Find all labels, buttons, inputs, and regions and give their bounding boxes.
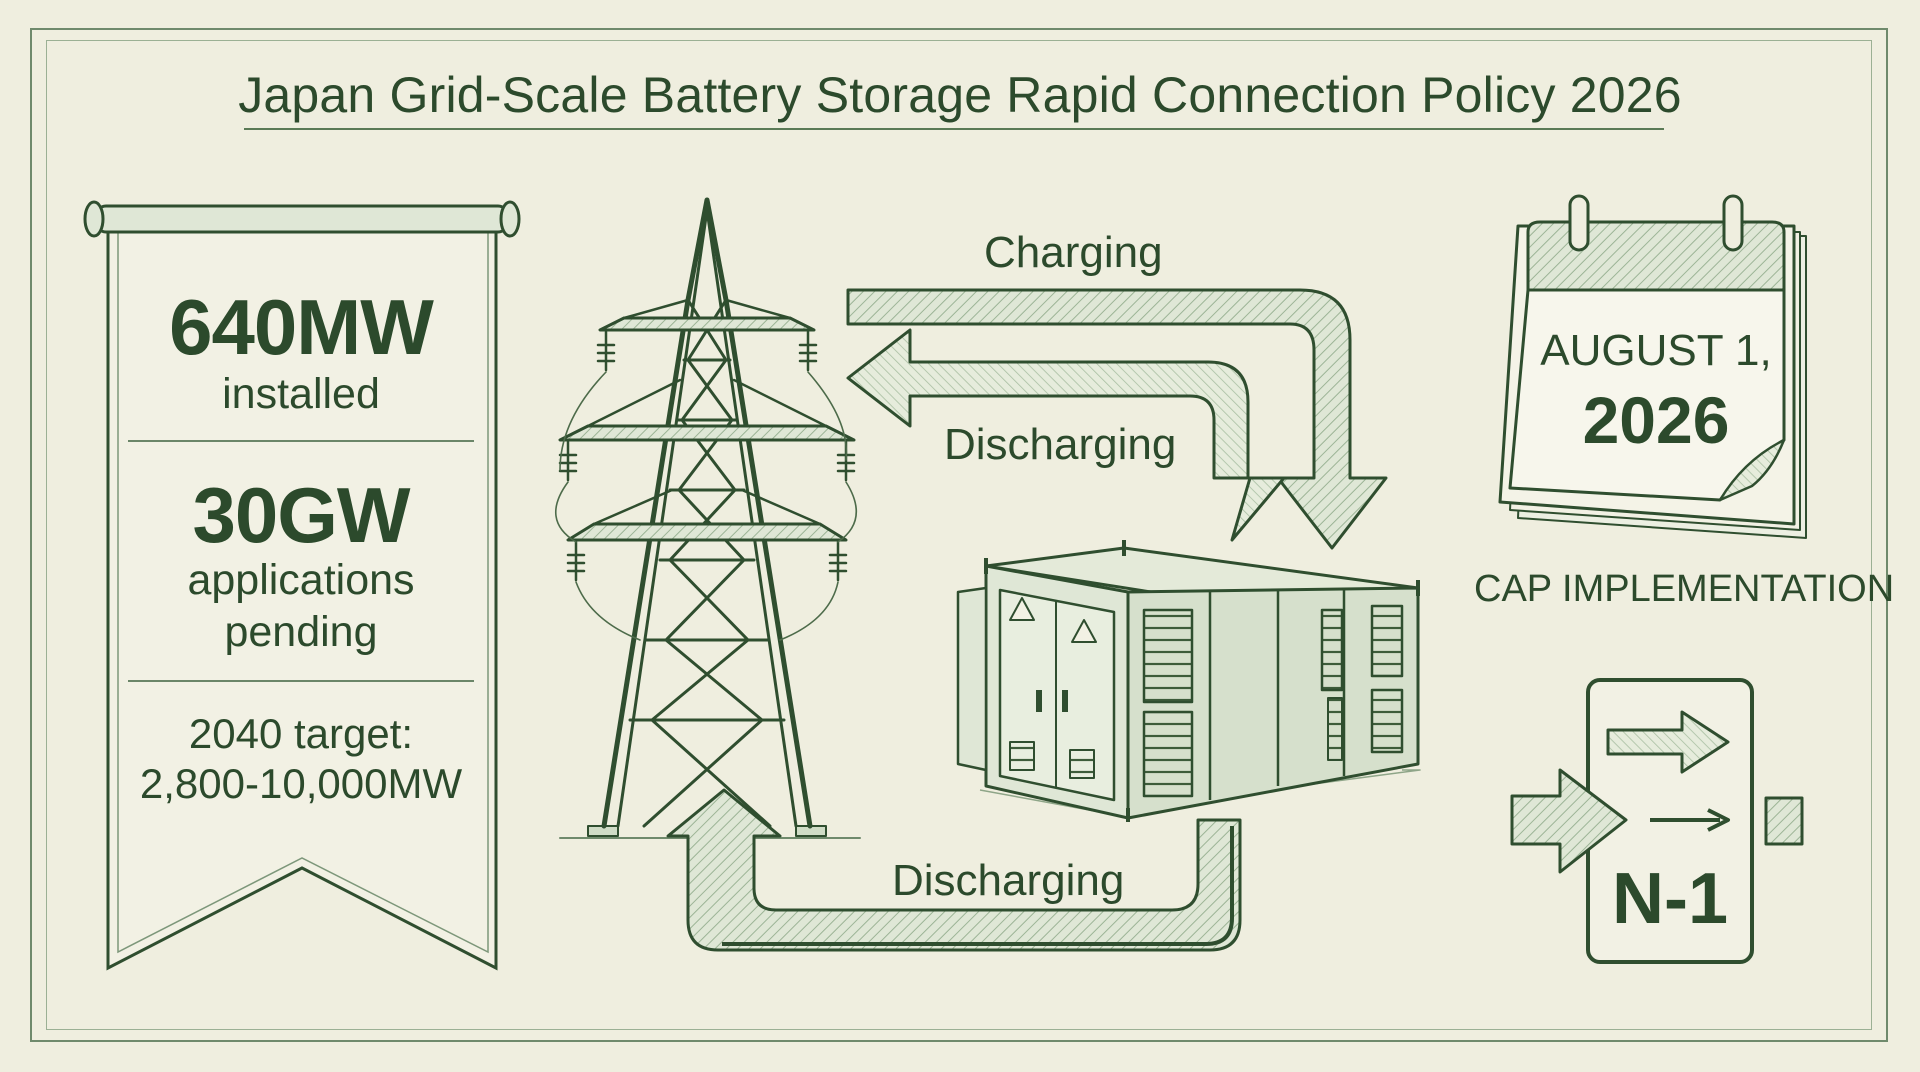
discharging-label-top: Discharging	[944, 420, 1177, 469]
applications-label-line2: pending	[224, 608, 378, 656]
n-1-icon	[1510, 678, 1804, 964]
charging-arrow	[846, 288, 1388, 550]
banner-divider-2	[128, 680, 474, 682]
discharging-arrow-top	[846, 328, 1286, 542]
inner-frame	[46, 40, 1872, 1030]
target-label-line2: 2,800-10,000MW	[139, 760, 463, 807]
installed-capacity-value: 640MW	[169, 283, 434, 371]
battery-container-icon	[956, 540, 1421, 822]
discharging-arrow-bottom	[666, 788, 1242, 952]
target-label-line1: 2040 target:	[188, 710, 414, 757]
page-title: Japan Grid-Scale Battery Storage Rapid C…	[238, 67, 1682, 123]
warning-icon	[1009, 597, 1097, 643]
charging-label: Charging	[984, 228, 1163, 277]
applications-label-line1: applications	[187, 556, 415, 604]
transmission-tower-icon	[554, 197, 861, 839]
title-underline	[244, 128, 1664, 130]
banner-divider-1	[128, 440, 474, 442]
discharging-label-bottom: Discharging	[892, 856, 1125, 905]
n-1-label: N-1	[1611, 859, 1728, 939]
outer-frame	[30, 28, 1888, 1042]
installed-capacity-label: installed	[222, 370, 380, 418]
calendar-date-line1: AUGUST 1,	[1540, 326, 1772, 375]
banner-scroll	[83, 200, 521, 971]
applications-value: 30GW	[192, 471, 410, 559]
calendar-icon	[1498, 194, 1807, 539]
calendar-date-line2: 2026	[1582, 383, 1730, 457]
calendar-caption: CAP IMPLEMENTATION	[1474, 568, 1895, 610]
